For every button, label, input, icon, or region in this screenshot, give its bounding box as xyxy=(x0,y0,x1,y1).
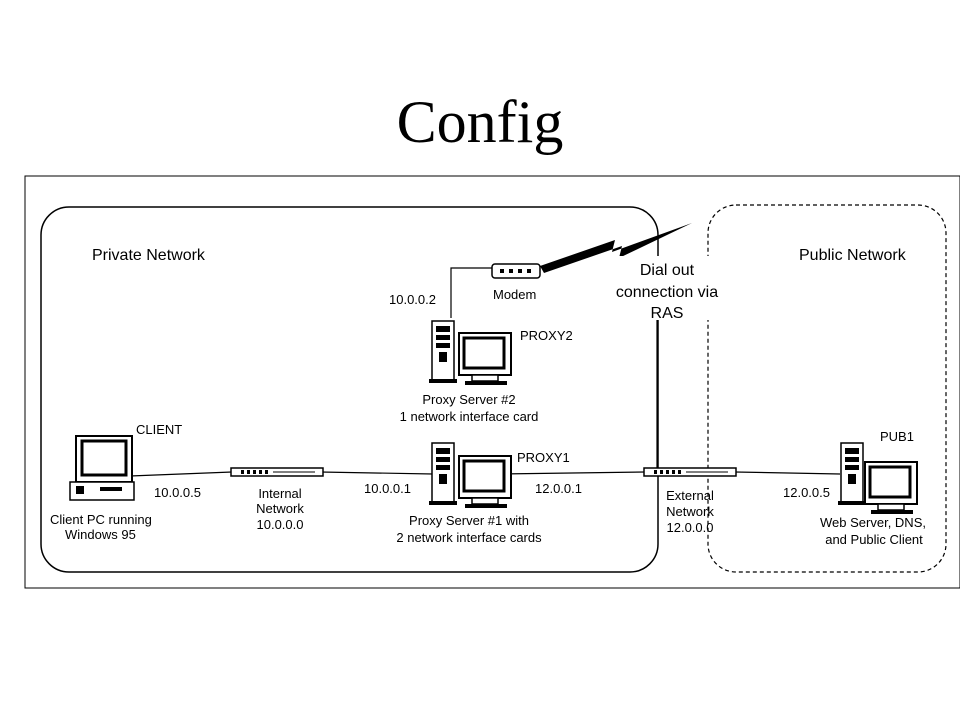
proxy1-name: PROXY1 xyxy=(517,450,570,465)
public-network-zone xyxy=(707,204,947,573)
private-network-label: Private Network xyxy=(92,247,206,264)
internal-network-line2: Network xyxy=(256,501,304,516)
diagram-frame xyxy=(24,175,960,589)
pub1-desc-line1: Web Server, DNS, xyxy=(820,515,926,530)
dialout-line3: RAS xyxy=(651,305,684,322)
dialout-line2: connection via xyxy=(616,284,718,301)
private-network-zone xyxy=(40,206,659,573)
pub1-desc-line2: and Public Client xyxy=(825,532,923,547)
pub1-name: PUB1 xyxy=(880,429,914,444)
external-network-line2: Network xyxy=(666,504,714,519)
proxy2-name: PROXY2 xyxy=(520,328,573,343)
pub1-ip: 12.0.0.5 xyxy=(783,485,830,500)
external-network-line1: External xyxy=(666,488,714,503)
proxy1-desc-line2: 2 network interface cards xyxy=(396,530,542,545)
internal-network-address: 10.0.0.0 xyxy=(257,517,304,532)
client-desc-line2: Windows 95 xyxy=(65,527,136,542)
client-desktop-pc-icon xyxy=(69,435,135,501)
proxy2-ip: 10.0.0.2 xyxy=(389,292,436,307)
external-network-hub-icon xyxy=(643,467,737,477)
lightning-link-icon xyxy=(540,223,692,273)
proxy2-desc-line1: Proxy Server #2 xyxy=(422,392,515,407)
public-network-label: Public Network xyxy=(799,247,907,264)
proxy2-server-icon xyxy=(428,320,513,387)
client-name: CLIENT xyxy=(136,422,182,437)
dialout-line1: Dial out xyxy=(640,262,695,279)
internal-network-hub-icon xyxy=(230,467,324,477)
proxy2-desc-line2: 1 network interface card xyxy=(400,409,539,424)
client-desc-line1: Client PC running xyxy=(50,512,152,527)
slide-title: Config xyxy=(396,89,564,155)
internal-network-line1: Internal xyxy=(258,486,301,501)
modem-icon xyxy=(491,263,541,279)
proxy1-ip-internal: 10.0.0.1 xyxy=(364,481,411,496)
client-ip: 10.0.0.5 xyxy=(154,485,201,500)
proxy1-desc-line1: Proxy Server #1 with xyxy=(409,513,529,528)
dialout-label-background xyxy=(606,256,730,320)
pub1-server-icon xyxy=(837,442,919,516)
modem-label: Modem xyxy=(493,287,536,302)
proxy1-server-icon xyxy=(428,442,513,510)
external-network-address: 12.0.0.0 xyxy=(667,520,714,535)
connection-lines xyxy=(129,267,841,477)
proxy1-ip-external: 12.0.0.1 xyxy=(535,481,582,496)
